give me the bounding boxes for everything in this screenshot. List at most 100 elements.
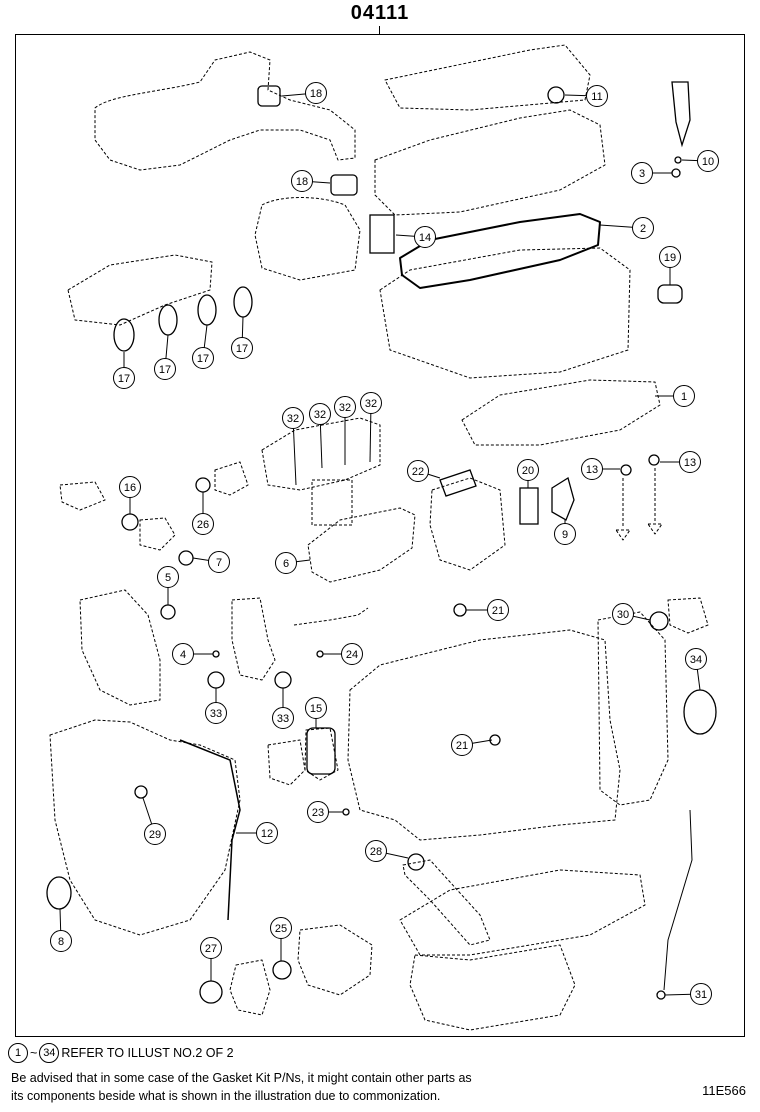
callout-number: 19 xyxy=(664,252,676,264)
gasket-17d xyxy=(233,286,253,318)
injection-pump-gear xyxy=(229,959,271,1016)
plug-19 xyxy=(657,284,683,304)
callout-number: 33 xyxy=(210,708,222,720)
callout-number: 24 xyxy=(346,649,358,661)
oil-pan xyxy=(409,944,576,1031)
callout-circle xyxy=(305,697,327,719)
o-ring-27 xyxy=(199,980,223,1004)
callout-circle xyxy=(697,150,719,172)
callout-circle xyxy=(256,822,278,844)
ref-text: REFER TO ILLUST NO.2 OF 2 xyxy=(61,1046,234,1060)
callout-number: 4 xyxy=(180,649,186,661)
cylinder-head xyxy=(379,247,631,379)
oil-dipstick xyxy=(663,809,693,991)
drive-gear xyxy=(214,461,249,496)
advisory-note-line-1: Be advised that in some case of the Gask… xyxy=(11,1071,472,1085)
oil-seal-8 xyxy=(46,876,72,910)
callout-circle xyxy=(282,407,304,429)
callout-28: 28 xyxy=(365,840,409,862)
callout-circle xyxy=(50,930,72,952)
callout-4: 4 xyxy=(172,643,213,665)
callout-circle xyxy=(414,226,436,248)
callout-circle xyxy=(154,358,176,380)
ref-end-callout: 34 xyxy=(39,1043,60,1063)
callout-number: 30 xyxy=(617,609,629,621)
callout-32: 32 xyxy=(334,396,356,465)
seal-10 xyxy=(674,156,682,164)
callout-number: 29 xyxy=(149,829,161,841)
callout-18: 18 xyxy=(281,82,327,104)
callout-circle xyxy=(307,801,329,823)
gasket-15 xyxy=(306,727,336,775)
timing-chain-cover xyxy=(49,719,241,936)
callout-34: 34 xyxy=(685,648,707,691)
valve-stem-seal-b xyxy=(648,454,660,466)
callout-number: 32 xyxy=(314,409,326,421)
valve-cover-top xyxy=(384,44,591,111)
ref-tilde: ~ xyxy=(30,1046,38,1060)
o-ring-31 xyxy=(656,990,666,1000)
callout-number: 18 xyxy=(296,176,308,188)
oil-strainer xyxy=(402,859,491,946)
callout-12: 12 xyxy=(236,822,278,844)
seal-11 xyxy=(547,86,565,104)
callout-number: 23 xyxy=(312,807,324,819)
callout-number: 2 xyxy=(640,223,646,235)
callout-31: 31 xyxy=(664,983,712,1005)
o-ring-21-upper xyxy=(453,603,467,617)
callout-number: 11 xyxy=(591,91,602,103)
callout-20: 20 xyxy=(517,459,539,488)
callout-circle xyxy=(451,734,473,756)
callout-11: 11 xyxy=(564,85,608,107)
callout-17: 17 xyxy=(231,316,253,359)
callout-circle xyxy=(157,566,179,588)
callout-number: 7 xyxy=(216,557,222,569)
injector xyxy=(671,81,691,148)
callout-number: 25 xyxy=(275,923,287,935)
callout-circle xyxy=(517,459,539,481)
callout-17: 17 xyxy=(113,352,135,389)
head-gasket xyxy=(461,379,661,446)
cylinder-head-cover xyxy=(374,109,606,216)
callout-32: 32 xyxy=(360,392,382,463)
callout-circle xyxy=(631,162,653,184)
advisory-note-line-2: its components beside what is shown in t… xyxy=(11,1089,441,1103)
o-ring-25 xyxy=(272,960,292,980)
head-cover-gasket xyxy=(399,213,601,289)
gasket-7 xyxy=(178,550,194,566)
callout-32: 32 xyxy=(282,407,304,486)
water-pump xyxy=(429,477,506,571)
callout-circle xyxy=(200,937,222,959)
o-ring-26 xyxy=(195,477,211,493)
callout-33: 33 xyxy=(205,688,227,724)
callout-1: 1 xyxy=(655,385,695,407)
callout-circle xyxy=(119,476,141,498)
timing-case-upper xyxy=(79,589,161,706)
callout-number: 10 xyxy=(702,156,714,168)
callout-10: 10 xyxy=(681,150,719,172)
washer-3 xyxy=(671,168,681,178)
callout-circle xyxy=(172,643,194,665)
callout-number: 32 xyxy=(287,413,299,425)
callout-number: 12 xyxy=(261,828,273,840)
callout-16: 16 xyxy=(119,476,141,514)
callout-circle xyxy=(581,458,603,480)
callout-circle xyxy=(275,552,297,574)
callout-circle xyxy=(685,648,707,670)
intake-manifold xyxy=(67,254,213,326)
callout-circle xyxy=(554,523,576,545)
callout-circle xyxy=(673,385,695,407)
callout-29: 29 xyxy=(142,797,166,845)
callout-7: 7 xyxy=(192,551,230,573)
callout-25: 25 xyxy=(270,917,292,961)
callout-5: 5 xyxy=(157,566,179,605)
callout-circle xyxy=(113,367,135,389)
oil-filter xyxy=(311,479,353,526)
callout-circle xyxy=(309,403,331,425)
gasket-18-lower xyxy=(330,174,358,196)
o-ring-4 xyxy=(212,650,220,658)
callout-number: 3 xyxy=(639,168,645,180)
callout-number: 17 xyxy=(236,343,248,355)
callout-32: 32 xyxy=(309,403,331,469)
callout-circle xyxy=(407,460,429,482)
